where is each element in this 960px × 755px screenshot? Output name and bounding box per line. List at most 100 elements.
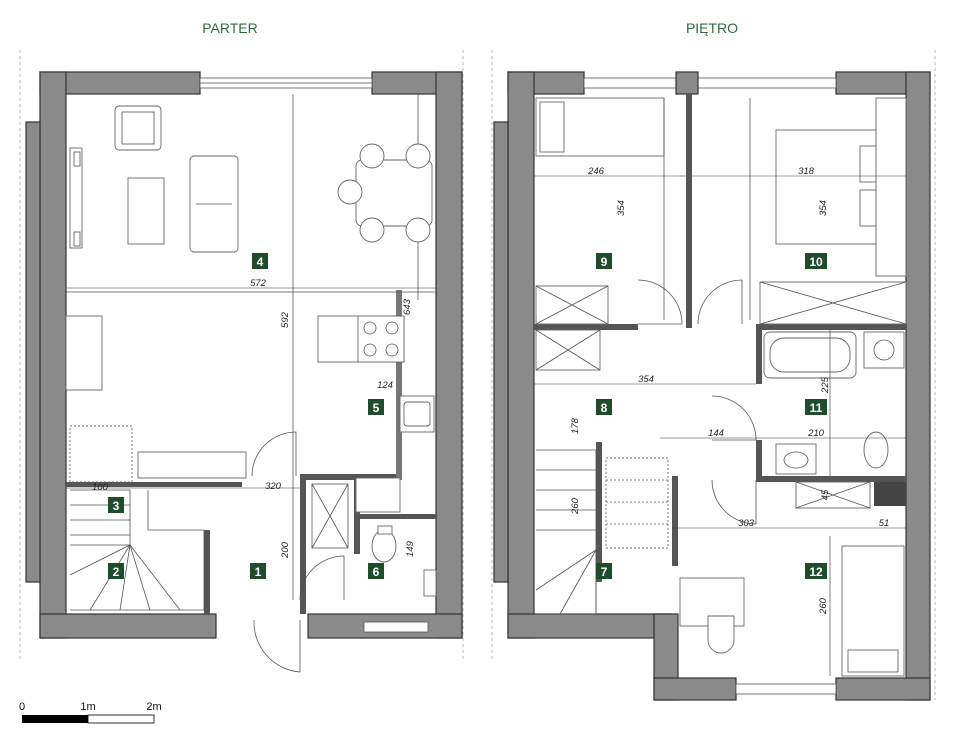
- wall: [653, 677, 737, 701]
- tv-unit: [69, 147, 83, 249]
- floor-title-parter: PARTER: [202, 20, 258, 36]
- wall: [835, 677, 931, 701]
- wall: [905, 71, 931, 701]
- svg-text:3: 3: [113, 499, 120, 513]
- inner-wall: [756, 476, 906, 482]
- svg-text:4: 4: [257, 255, 264, 269]
- dimension-label: 320: [265, 481, 282, 492]
- dimension-label: 124: [377, 380, 393, 391]
- door-swing: [697, 279, 743, 325]
- toilet: [371, 529, 397, 563]
- bench: [137, 451, 247, 479]
- stairs-outline: [536, 449, 597, 615]
- scale-bar: 0 1m 2m: [19, 701, 162, 724]
- svg-text:9: 9: [601, 255, 608, 269]
- inner-wall: [756, 440, 762, 480]
- dimension-label: 354: [818, 200, 829, 216]
- stairs-upper: [69, 425, 133, 483]
- room-badge-6: 6: [368, 563, 384, 579]
- window: [697, 77, 837, 89]
- dimension-label: 45: [820, 489, 831, 500]
- dimension-label: 210: [807, 428, 825, 439]
- wall: [507, 613, 675, 639]
- dimension-label: 303: [738, 518, 755, 529]
- inner-wall: [672, 476, 678, 566]
- room-badge-1: 1: [250, 563, 266, 579]
- door-swing: [251, 431, 297, 477]
- room-badge-3: 3: [108, 497, 124, 513]
- dimension-label: 572: [250, 278, 267, 289]
- room-badge-8: 8: [596, 399, 612, 415]
- washbasin: [775, 443, 817, 475]
- first-floor-plan: [493, 71, 931, 701]
- dimension-label: 318: [798, 166, 815, 177]
- inner-wall: [534, 324, 638, 330]
- room-badge-4: 4: [252, 253, 268, 269]
- cooker: [355, 477, 401, 513]
- dimension-label: 178: [570, 417, 581, 434]
- svg-text:10: 10: [809, 255, 823, 269]
- cooktop: [357, 315, 405, 363]
- ground-floor-plan: [25, 71, 463, 673]
- stairs-upper: [605, 457, 669, 549]
- wall: [25, 121, 41, 583]
- armchair-seat: [121, 111, 155, 145]
- window: [735, 683, 837, 695]
- sideboard: [65, 315, 103, 391]
- scale-label-2m: 2m: [146, 701, 161, 713]
- wall: [39, 613, 217, 639]
- room-badge-9: 9: [596, 253, 612, 269]
- door-swing: [711, 479, 757, 525]
- room-badge-2: 2: [108, 563, 124, 579]
- dimension-label: 246: [587, 166, 605, 177]
- chair: [405, 217, 431, 243]
- dimension-label: 592: [280, 311, 291, 328]
- washing-machine: [863, 331, 905, 369]
- coffee-table: [127, 177, 165, 245]
- chair: [359, 143, 385, 169]
- window: [363, 621, 429, 633]
- inner-wall: [66, 482, 242, 487]
- stairs-outline: [70, 489, 131, 546]
- inner-wall: [300, 474, 396, 480]
- inner-wall: [686, 94, 692, 328]
- door-swing: [637, 279, 683, 325]
- chair: [707, 615, 735, 654]
- inner-wall: [756, 324, 762, 384]
- window: [583, 77, 677, 89]
- room-badge-11: 11: [805, 399, 827, 415]
- dimension-label: 260: [818, 597, 829, 615]
- chair: [337, 179, 363, 205]
- inner-wall: [204, 530, 210, 614]
- inner-wall: [354, 514, 436, 519]
- svg-text:12: 12: [809, 565, 823, 579]
- dimension-label: 354: [638, 374, 654, 385]
- wall: [39, 71, 67, 639]
- radiator: [874, 482, 906, 506]
- nightstand: [875, 97, 907, 277]
- door-swing: [711, 395, 757, 441]
- dimension-label: 100: [92, 482, 109, 493]
- svg-text:8: 8: [601, 401, 608, 415]
- svg-text:6: 6: [373, 565, 380, 579]
- dimension-label: 225: [820, 376, 831, 394]
- washbasin: [423, 569, 437, 597]
- room-badge-10: 10: [805, 253, 827, 269]
- svg-text:7: 7: [601, 565, 608, 579]
- dimension-label: 354: [616, 200, 627, 216]
- svg-text:11: 11: [810, 401, 823, 415]
- toilet: [863, 431, 889, 469]
- svg-text:2: 2: [113, 565, 120, 579]
- dimension-label: 51: [879, 518, 890, 529]
- inner-wall: [396, 290, 402, 480]
- inner-wall: [756, 324, 906, 330]
- wall: [435, 71, 463, 639]
- svg-text:5: 5: [373, 401, 380, 415]
- chair: [405, 143, 431, 169]
- inner-wall: [596, 442, 602, 582]
- svg-text:1: 1: [255, 565, 262, 579]
- room-badge-5: 5: [368, 399, 384, 415]
- dimension-label: 643: [402, 298, 413, 315]
- scale-label-0: 0: [19, 701, 25, 713]
